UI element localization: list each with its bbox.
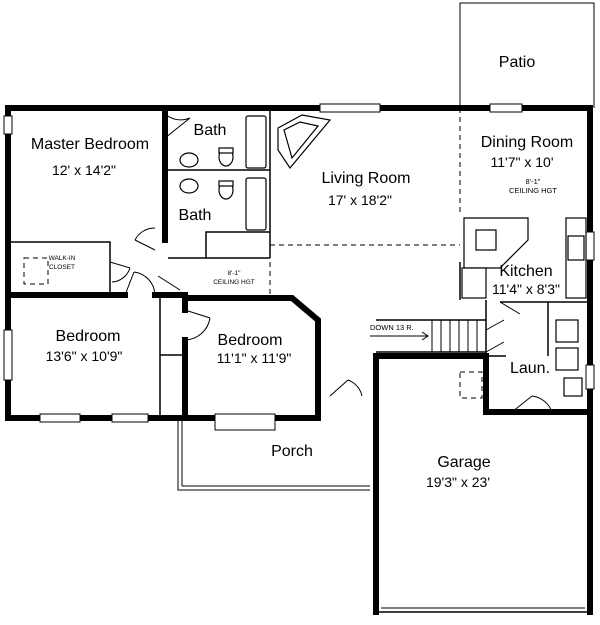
dining-ceiling-note-1: 8'-1" bbox=[526, 177, 541, 186]
kitchen-label: Kitchen bbox=[499, 263, 552, 280]
windows bbox=[3, 103, 595, 431]
interior-walls bbox=[5, 108, 590, 421]
porch-outline bbox=[177, 418, 370, 491]
fixtures bbox=[179, 114, 587, 397]
kitchen-dims: 11'4" x 8'3" bbox=[492, 281, 560, 297]
garage-dims: 19'3" x 23' bbox=[426, 474, 490, 490]
master-bedroom-label: Master Bedroom bbox=[31, 136, 149, 153]
bedroom-2-label: Bedroom bbox=[218, 332, 283, 349]
bedroom-1-dims: 13'6" x 10'9" bbox=[46, 348, 123, 364]
dining-room-dims: 11'7" x 10' bbox=[491, 154, 554, 170]
garage-label: Garage bbox=[437, 454, 490, 471]
living-room-label: Living Room bbox=[322, 170, 411, 187]
labels: Patio Master Bedroom 12' x 14'2" Bath Ba… bbox=[31, 54, 573, 490]
closet-label-2: CLOSET bbox=[49, 264, 75, 271]
bath-label-1: Bath bbox=[194, 122, 227, 139]
doors bbox=[109, 113, 553, 413]
closet-label-1: WALK-IN bbox=[49, 255, 76, 262]
dashed-lines bbox=[23, 108, 483, 399]
dining-room-label: Dining Room bbox=[481, 134, 573, 151]
exterior-walls bbox=[5, 105, 593, 615]
dining-ceiling-note-2: CEILING HGT bbox=[509, 186, 557, 195]
stairs bbox=[370, 319, 486, 353]
master-bedroom-dims: 12' x 14'2" bbox=[52, 162, 116, 178]
patio-label: Patio bbox=[499, 54, 536, 71]
bedroom-2-dims: 11'1" x 11'9" bbox=[217, 350, 292, 366]
porch-label: Porch bbox=[271, 443, 313, 460]
patio-outline bbox=[459, 2, 595, 108]
stairs-label: DOWN 13 R. bbox=[370, 323, 414, 332]
laundry-label: Laun. bbox=[510, 360, 550, 377]
bedroom-1-label: Bedroom bbox=[56, 328, 121, 345]
hall-ceiling-note-2: CEILING HGT bbox=[213, 279, 255, 286]
bath-label-2: Bath bbox=[179, 207, 212, 224]
hall-ceiling-note-1: 8'-1" bbox=[228, 270, 242, 277]
living-room-dims: 17' x 18'2" bbox=[328, 192, 392, 208]
